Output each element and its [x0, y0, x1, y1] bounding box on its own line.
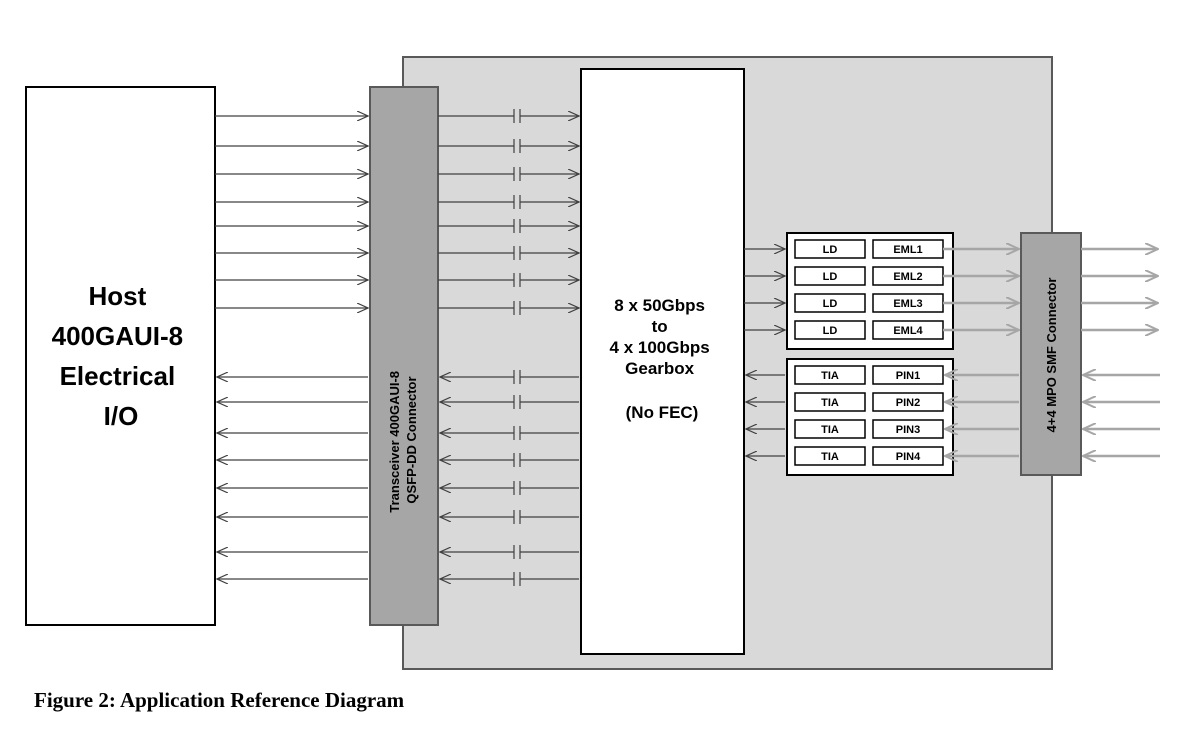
ld-label: LD — [823, 298, 838, 310]
host-label-line-3: Electrical — [60, 361, 176, 391]
ld-cell — [794, 320, 866, 340]
ld-cell — [794, 293, 866, 313]
eml-label: EML1 — [893, 244, 922, 256]
pin-cell — [872, 446, 944, 466]
gearbox-label-line-3: 4 x 100Gbps — [610, 338, 710, 357]
svg-text:Host 400GAUI-8 Electri: Host 400GAUI-8 Electrical I/O — [52, 281, 191, 431]
eml-label: EML4 — [893, 325, 923, 337]
ld-cell — [794, 239, 866, 259]
pin-label: PIN1 — [896, 370, 920, 382]
host-label-line-2: 400GAUI-8 — [52, 321, 184, 351]
eml-label: EML2 — [893, 271, 922, 283]
gearbox-label-line-2: to — [652, 317, 668, 336]
pin-label: PIN2 — [896, 397, 920, 409]
gearbox-block — [580, 68, 745, 655]
gearbox-label-line-4: Gearbox — [625, 359, 695, 378]
tia-label: TIA — [821, 370, 839, 382]
tia-label: TIA — [821, 397, 839, 409]
mpo-connector-label: 4+4 MPO SMF Connector — [1044, 278, 1059, 433]
gearbox-label-line-1: 8 x 50Gbps — [614, 296, 705, 315]
tia-cell — [794, 365, 866, 385]
tia-cell — [794, 446, 866, 466]
connector-label-line-2: QSFP-DD Connector — [404, 376, 419, 503]
eml-label: EML3 — [893, 298, 922, 310]
tia-label: TIA — [821, 451, 839, 463]
figure-caption: Figure 2: Application Reference Diagram — [34, 688, 405, 712]
pin-label: PIN3 — [896, 424, 920, 436]
pin-cell — [872, 365, 944, 385]
tia-cell — [794, 419, 866, 439]
host-label-line-1: Host — [88, 281, 146, 311]
gearbox-label-line-6: (No FEC) — [626, 403, 699, 422]
mpo-smf-connector — [1020, 232, 1082, 476]
pin-cell — [872, 419, 944, 439]
ld-cell — [794, 266, 866, 286]
host-block — [25, 86, 216, 626]
ld-label: LD — [823, 244, 838, 256]
host-label-line-4: I/O — [104, 401, 139, 431]
pin-label: PIN4 — [896, 451, 921, 463]
tia-cell — [794, 392, 866, 412]
svg-text:Transceiver 400GAUI-8 QSFP: Transceiver 400GAUI-8 QSFP-DD Connector — [387, 367, 419, 512]
ld-label: LD — [823, 325, 838, 337]
pin-cell — [872, 392, 944, 412]
tia-label: TIA — [821, 424, 839, 436]
svg-text:8 x 50Gbps to 4 x 100G: 8 x 50Gbps to 4 x 100Gbps Gearbox (No FE… — [610, 296, 715, 422]
qsfp-dd-connector — [369, 86, 439, 626]
connector-label-line-1: Transceiver 400GAUI-8 — [387, 371, 402, 513]
ld-label: LD — [823, 271, 838, 283]
